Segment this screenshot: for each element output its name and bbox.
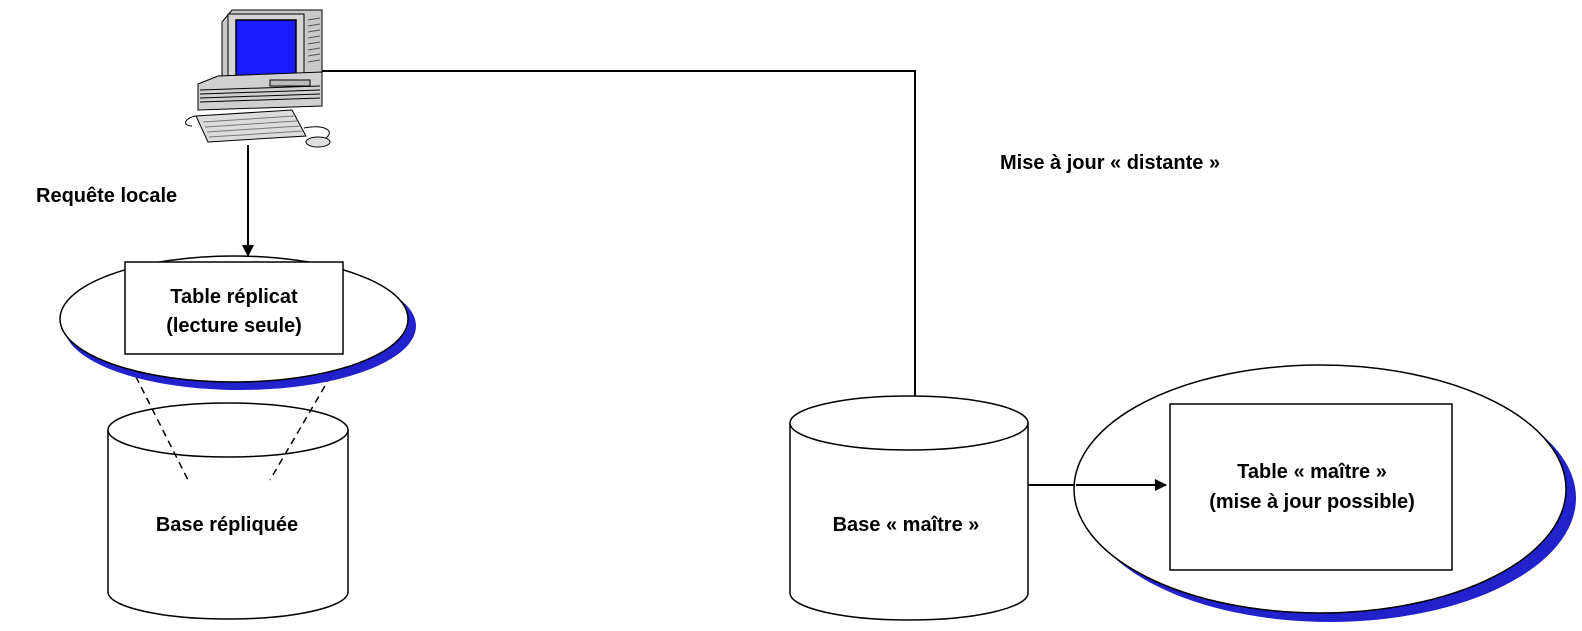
desktop-computer-icon: [185, 9, 331, 148]
replicated-base-label: Base répliquée: [156, 514, 298, 536]
master-table-box: [1169, 403, 1453, 571]
master-base-cylinder: [789, 395, 1029, 621]
master-table-subtitle: (mise à jour possible): [1209, 491, 1415, 513]
master-base-label: Base « maître »: [833, 514, 980, 536]
remote-update-label: Mise à jour « distante »: [1000, 152, 1220, 174]
replica-table-box: [124, 261, 344, 355]
replicated-base-cylinder: [107, 402, 349, 620]
replica-table-title: Table réplicat: [170, 286, 298, 308]
remote-update-arrow: [322, 70, 1167, 491]
master-table-title: Table « maître »: [1237, 461, 1387, 483]
local-query-label: Requête locale: [36, 185, 177, 207]
replica-table-subtitle: (lecture seule): [166, 315, 302, 337]
